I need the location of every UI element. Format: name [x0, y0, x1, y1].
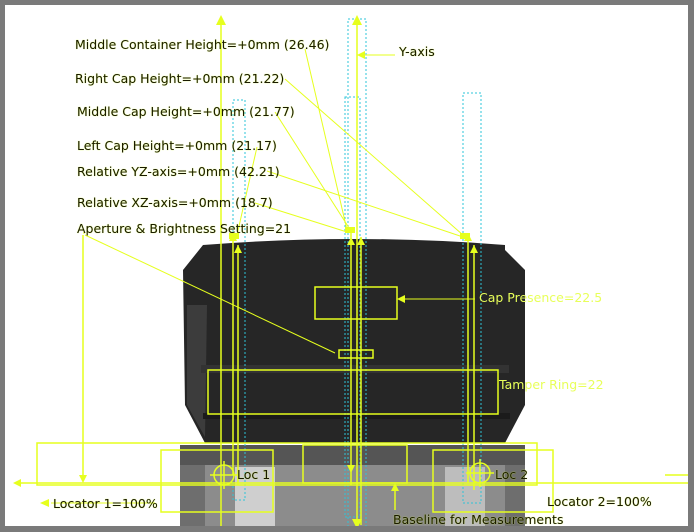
region-boxes [36, 286, 554, 513]
left-caliper [15, 19, 345, 526]
bottle-cap [183, 239, 525, 443]
callout-leaders [51, 48, 475, 504]
relative-yz-axis-label: Relative YZ-axis=+0mm (42.21) [77, 164, 280, 179]
locator1-label: Locator 1=100% [53, 496, 158, 511]
middle-container-height-label: Middle Container Height=+0mm (26.46) [75, 37, 330, 52]
tamper-ring-label: Tamper Ring=22 [499, 377, 604, 392]
loc1-label: Loc 1 [237, 467, 271, 482]
locator2-label: Locator 2=100% [547, 494, 652, 509]
middle-cap-height-label: Middle Cap Height=+0mm (21.77) [77, 104, 295, 119]
marker-arrows [13, 15, 478, 526]
cap-presence-label: Cap Presence=22.5 [479, 290, 603, 305]
loc1-crosshair [210, 461, 238, 489]
y-axis-label: Y-axis [399, 44, 435, 59]
right-cap-height-label: Right Cap Height=+0mm (21.22) [75, 71, 285, 86]
inspection-canvas[interactable] [5, 5, 694, 532]
aperture-brightness-label: Aperture & Brightness Setting=21 [77, 221, 292, 236]
loc2-label: Loc 2 [495, 467, 529, 482]
left-cap-height-label: Left Cap Height=+0mm (21.17) [77, 138, 277, 153]
baseline-label: Baseline for Measurements [393, 512, 564, 527]
loc2-crosshair [466, 459, 494, 487]
relative-xz-axis-label: Relative XZ-axis=+0mm (18.7) [77, 195, 273, 210]
